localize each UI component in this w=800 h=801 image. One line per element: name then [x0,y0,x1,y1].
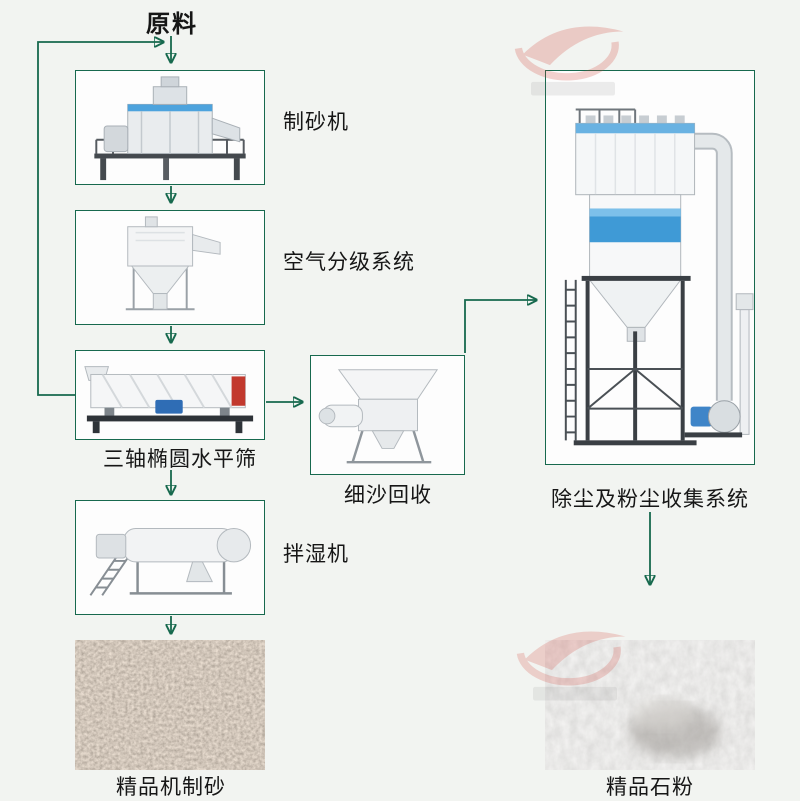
wet-mixer-machine-icon [89,528,252,596]
flow-node-sand-maker [75,70,265,185]
sand-maker-machine-icon [94,76,246,181]
triaxial-screen-machine-icon [84,366,254,434]
label-sand-maker: 制砂机 [283,111,349,134]
label-fine-sand-recycler: 细沙回收 [344,484,432,507]
air-classifier-machine-icon [125,216,221,311]
label-dust-collection: 除尘及粉尘收集系统 [551,488,749,511]
photo-stone-powder [545,640,755,770]
dust-collector-machine-icon [564,108,754,446]
connector-recycler-to-dust-collector [464,300,536,353]
label-wet-mixer: 拌湿机 [283,543,349,566]
label-machine-sand: 精品机制砂 [116,776,226,799]
label-air-classifier: 空气分级系统 [283,251,415,274]
flow-node-fine-sand-recycler [310,355,465,475]
label-stone-powder: 精品石粉 [606,776,694,799]
fine-sand-recycler-machine-icon [318,369,439,464]
connector-screen-return-to-source [37,42,163,396]
photo-machine-sand [75,640,265,770]
stone-powder-texture [545,640,755,770]
source-label: 原料 [146,11,198,38]
flow-node-triaxial-screen [75,350,265,440]
label-triaxial-screen: 三轴椭圆水平筛 [103,448,257,471]
flow-node-air-classifier [75,210,265,325]
flow-node-wet-mixer [75,500,265,615]
machine-sand-texture [75,640,265,770]
flow-node-dust-collection [545,70,755,465]
